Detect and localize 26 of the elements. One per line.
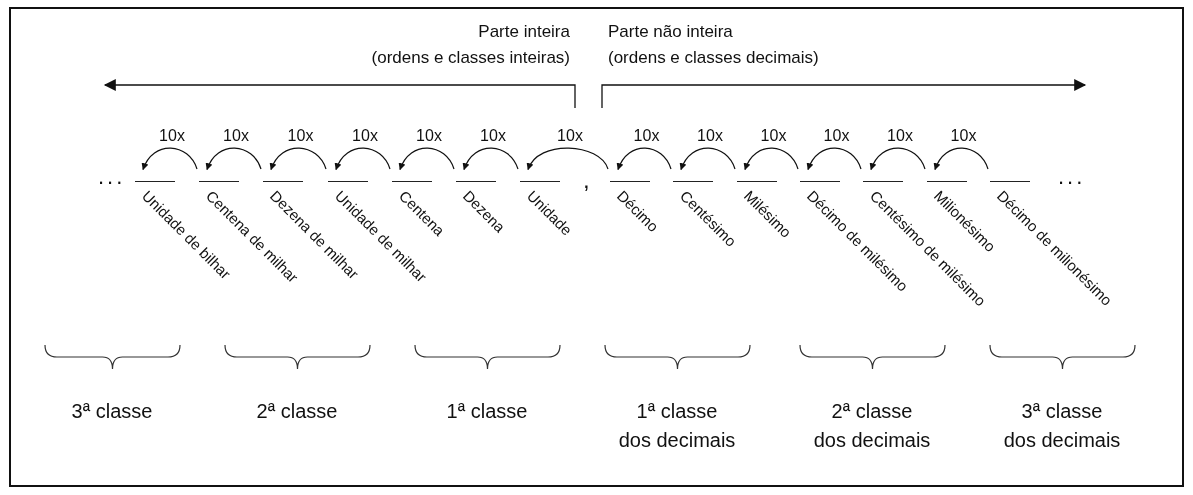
class-name: 2ª classe dos decimais: [812, 399, 932, 453]
curved-arrow: [934, 147, 989, 171]
part-heading: (ordens e classes decimais): [608, 48, 820, 68]
part-heading: Parte inteira: [477, 22, 570, 42]
curved-arrow: [270, 147, 327, 171]
curved-arrow: [870, 147, 926, 171]
class-name: 2ª classe: [256, 399, 338, 424]
ellipsis: ...: [1058, 164, 1087, 190]
part-heading: Parte não inteira: [608, 22, 734, 42]
curved-arrow: [527, 147, 609, 171]
ellipsis: ...: [98, 164, 127, 190]
class-name: 3ª classe: [71, 399, 153, 424]
curved-arrow: [807, 147, 862, 171]
curved-arrow: [617, 147, 672, 171]
curved-arrow: [680, 147, 736, 171]
curved-arrow: [399, 147, 455, 171]
curved-arrow: [142, 147, 198, 171]
curved-arrow: [335, 147, 391, 171]
curved-arrow: [463, 147, 519, 171]
class-name: 3ª classe dos decimais: [1002, 399, 1122, 453]
curved-arrow: [744, 147, 799, 171]
decimal-comma: ,: [583, 166, 591, 194]
class-name: 1ª classe dos decimais: [617, 399, 737, 453]
class-name: 1ª classe: [446, 399, 528, 424]
part-heading: (ordens e classes inteiras): [370, 48, 570, 68]
curved-arrow: [206, 147, 262, 171]
